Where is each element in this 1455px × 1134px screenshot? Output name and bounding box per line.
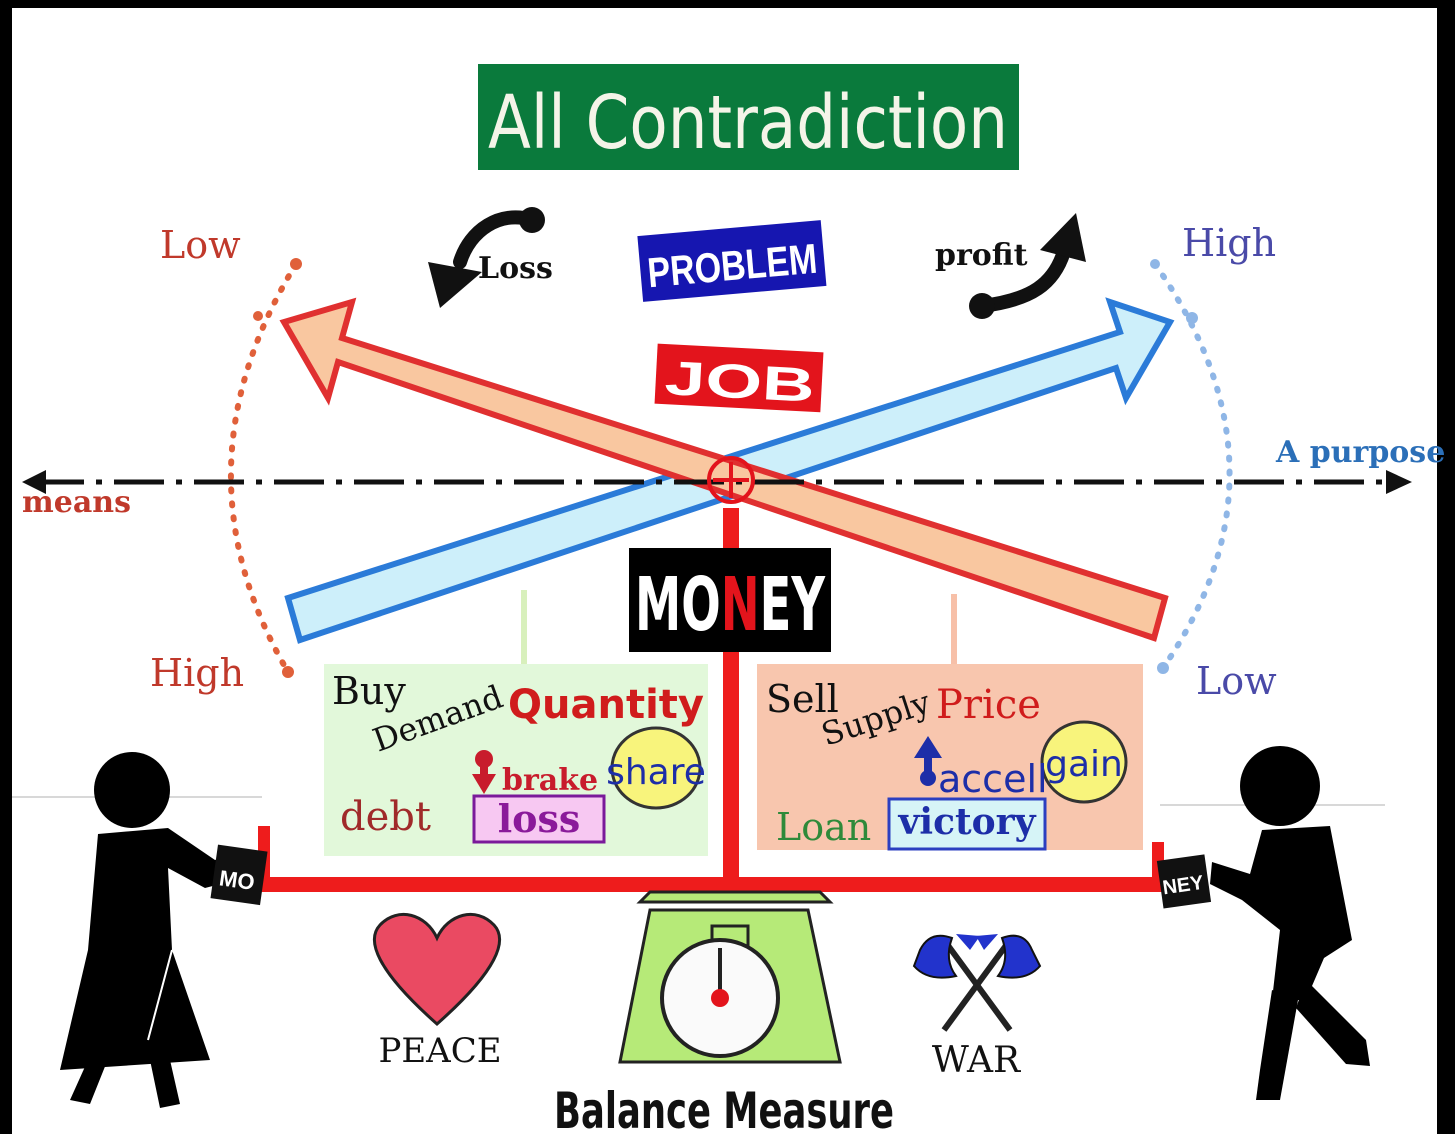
brake-arrow-shaft (480, 760, 488, 776)
left-arc-bottom-dot (282, 666, 294, 678)
loan-label: Loan (776, 805, 871, 849)
left-money-sign-text: MO (218, 865, 257, 895)
left-money-sign-bg (210, 844, 268, 906)
left-money-sign: MO (210, 844, 268, 906)
war-label: WAR (932, 1040, 1021, 1081)
money-suffix: EY (760, 562, 826, 648)
loss-arrow-head (428, 262, 482, 308)
balance-measure-label: Balance Measure (554, 1082, 894, 1134)
accell-label: accell (938, 757, 1048, 801)
profit-arrow-curve (975, 241, 1072, 313)
debt-label: debt (340, 794, 431, 840)
right-arc-dot (1186, 312, 1198, 324)
profit-arrow-knob (969, 293, 995, 319)
diagram-title: All Contradiction (488, 80, 1008, 166)
gain-label: gain (1045, 744, 1123, 785)
right-bottom-label: Low (1196, 659, 1277, 703)
money-box (629, 548, 831, 652)
axis-right-arrowhead (1386, 470, 1412, 494)
left-person-figure (60, 752, 236, 1108)
axis-left-arrowhead (22, 470, 46, 494)
right-top-label: High (1182, 221, 1276, 265)
axe-spike-2 (976, 934, 998, 950)
left-person-leg-1 (70, 1060, 106, 1104)
victory-box (887, 797, 1047, 851)
job-label: JOB (663, 352, 816, 413)
left-bottom-label: High (150, 651, 244, 695)
left-arc-top-dot (290, 258, 302, 270)
accell-arrow-head (914, 736, 942, 758)
right-arc-top-dot (1150, 259, 1160, 269)
axe-spike-1 (956, 934, 980, 950)
quantity-label: Quantity (508, 682, 704, 728)
means-label: means (22, 485, 131, 520)
falling-orange-arrow (279, 297, 1169, 642)
heart-icon (372, 912, 502, 1027)
profit-arrow-head (1040, 213, 1086, 262)
accell-arrow-shaft (924, 756, 932, 774)
axe-handle-2 (941, 938, 1013, 1032)
right-person-head (1240, 746, 1320, 826)
brake-arrow-head (472, 774, 496, 794)
buy-label: Buy (332, 669, 406, 713)
axe-blade-1 (912, 934, 958, 979)
share-bubble (610, 726, 702, 810)
left-person-body (60, 828, 236, 1070)
brake-arrow-knob (475, 750, 493, 768)
share-label: share (606, 752, 706, 793)
money-prefix: MO (635, 562, 721, 648)
profit-label: profit (935, 238, 1028, 273)
pivot-circle (707, 456, 755, 504)
right-person-body (1210, 826, 1352, 1000)
loss-label: Loss (478, 251, 553, 286)
money-label: MONEY (635, 562, 826, 648)
left-person-head (94, 752, 170, 828)
scale-plate (636, 890, 834, 904)
sell-label: Sell (766, 677, 839, 721)
loss-box (472, 794, 606, 844)
victory-label: victory (897, 801, 1036, 843)
left-person-leg-2 (150, 1060, 180, 1108)
scale-dial-center (711, 989, 729, 1007)
price-label: Price (936, 682, 1041, 728)
right-person-figure (1210, 746, 1370, 1100)
problem-badge (637, 220, 827, 302)
axe-blade-2 (996, 934, 1042, 979)
title-banner (478, 64, 1019, 170)
loss-arrow-knob (519, 207, 545, 233)
crossed-axes-icon (912, 934, 1042, 1032)
right-money-sign: NEY (1156, 854, 1212, 909)
loss-box-label: loss (498, 796, 581, 841)
brake-label: brake (502, 763, 598, 798)
right-person-leg-1 (1296, 980, 1370, 1066)
left-arc-dot (253, 311, 263, 321)
kitchen-scale-icon (618, 890, 842, 1064)
gain-bubble (1040, 720, 1128, 804)
peace-label: PEACE (378, 1031, 501, 1071)
right-arc-bottom-dot (1157, 662, 1169, 674)
left-person-dress-line (147, 949, 173, 1041)
right-money-sign-bg (1156, 854, 1212, 909)
right-person-leg-2 (1256, 990, 1298, 1100)
job-badge (654, 343, 824, 413)
money-highlight: N (721, 562, 760, 648)
purpose-label: A purpose (1275, 435, 1445, 470)
accell-arrow-knob (920, 770, 936, 786)
left-top-label: Low (160, 223, 241, 267)
scale-beam (258, 877, 1164, 892)
